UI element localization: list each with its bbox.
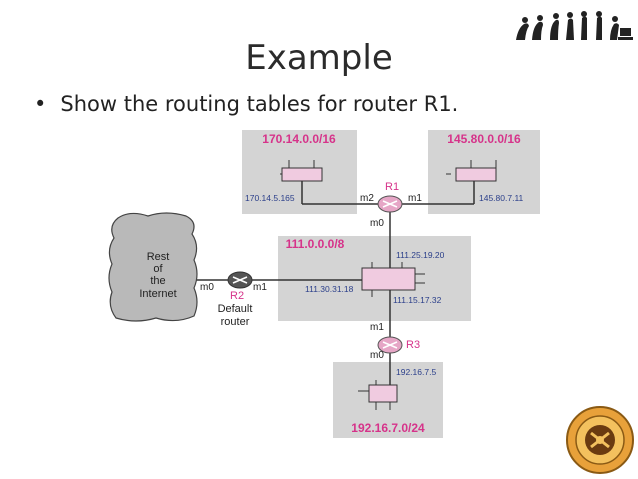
lan-170-icon [280, 160, 323, 204]
cloud-line3: the [150, 275, 165, 287]
bullet-text: Show the routing tables for router R1. [60, 92, 459, 116]
ip-145-iface: 145.80.7.11 [479, 193, 524, 203]
r2-desc-1: Default [218, 303, 253, 315]
r3-name: R3 [406, 339, 420, 351]
net-192-label: 192.16.7.0/24 [351, 421, 425, 435]
r1-name: R1 [385, 181, 399, 193]
router-r2-icon [227, 271, 253, 289]
r2-m1: m1 [253, 282, 267, 293]
net-170-label: 170.14.0.0/16 [262, 132, 336, 146]
r2-desc-2: router [221, 316, 250, 328]
router-r3-icon [377, 336, 403, 354]
ip-192-iface: 192.16.7.5 [396, 367, 436, 377]
bullet-item: • Show the routing tables for router R1. [34, 92, 458, 116]
lan-111-icon [361, 262, 425, 297]
ip-111-r1: 111.25.19.20 [396, 250, 445, 260]
r2-name: R2 [230, 290, 244, 302]
lan-145-icon [446, 160, 497, 204]
r2-m0: m0 [200, 282, 214, 293]
cloud-line1: Rest [147, 251, 170, 263]
r3-m0: m0 [370, 350, 384, 361]
r1-m0: m0 [370, 218, 384, 229]
ip-170-iface: 170.14.5.165 [245, 193, 295, 203]
net-111-label: 111.0.0.0/8 [286, 237, 345, 251]
links [196, 203, 474, 385]
cloud-line2: of [153, 263, 163, 275]
slide-title: Example [245, 38, 393, 78]
net-145-label: 145.80.0.0/16 [447, 132, 521, 146]
bullet-dot-icon: • [34, 92, 47, 116]
r1-m1: m1 [408, 193, 422, 204]
r1-m2: m2 [360, 193, 374, 204]
r3-m1: m1 [370, 322, 384, 333]
router-r1-icon [377, 195, 403, 213]
lan-192-icon [358, 380, 398, 410]
cloud-line4: Internet [139, 288, 176, 300]
ip-111-r2: 111.30.31.18 [305, 284, 354, 294]
evolution-logo-icon [516, 11, 633, 40]
internet-cloud-icon [108, 212, 198, 322]
ip-111-r3: 111.15.17.32 [393, 295, 442, 305]
college-seal-icon [566, 406, 634, 474]
